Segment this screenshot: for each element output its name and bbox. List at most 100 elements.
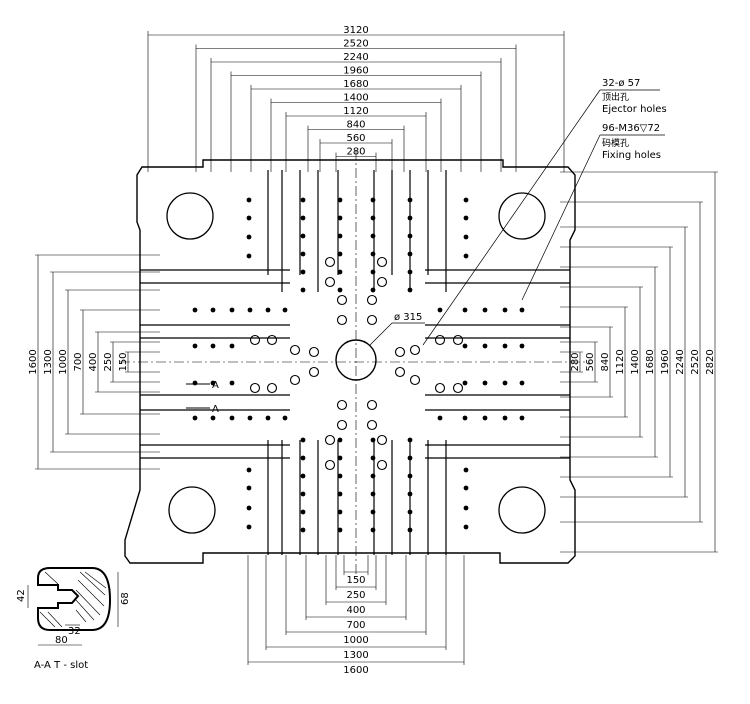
right-dim-label-5: 1680: [645, 349, 656, 374]
tie-bar-hole-tl: [166, 192, 214, 240]
fixing-hole-3: [246, 253, 252, 259]
fixing-hole-89: [210, 380, 216, 386]
fixing-hole-50: [370, 473, 376, 479]
left-dim-label-1: 1300: [43, 349, 54, 374]
fixing-hole-85: [519, 415, 525, 421]
ejector-hole-24: [434, 334, 446, 346]
right-dim-label-6: 1960: [660, 349, 671, 374]
fixing-hole-39: [407, 287, 413, 293]
bottom-dim-label-6: 1600: [343, 665, 368, 676]
fixing-hole-13: [463, 485, 469, 491]
ejector-hole-27: [452, 382, 464, 394]
ejector-hole-31: [394, 366, 406, 378]
fixing-hole-78: [462, 307, 468, 313]
fixing-hole-24: [300, 233, 306, 239]
fixing-hole-87: [192, 380, 198, 386]
bottom-dim-label-2: 400: [346, 605, 365, 616]
ejector-hole-4: [336, 294, 348, 306]
fixing-spec-label: 96-M36▽72: [602, 123, 660, 134]
left-dim-label-0: 1600: [28, 349, 39, 374]
fixing-hole-94: [482, 343, 488, 349]
fixing-hole-76: [437, 307, 443, 313]
ejector-hole-20: [289, 344, 301, 356]
right-dim-label-1: 560: [585, 352, 596, 371]
ejector-cn-label: 顶出孔: [602, 91, 629, 103]
fixing-hole-0: [246, 197, 252, 203]
ejector-hole-0: [324, 256, 336, 268]
fixing-hole-99: [519, 380, 525, 386]
fixing-hole-98: [519, 343, 525, 349]
ejector-hole-1: [376, 256, 388, 268]
fixing-hole-33: [337, 269, 343, 275]
ejector-hole-25: [452, 334, 464, 346]
fixing-hole-58: [370, 509, 376, 515]
ejector-hole-28: [409, 344, 421, 356]
fixing-hole-6: [463, 234, 469, 240]
leader-lines: [369, 89, 665, 346]
fixing-hole-74: [282, 307, 288, 313]
left-dim-label-5: 250: [103, 352, 114, 371]
fixing-hole-21: [337, 215, 343, 221]
fixing-hole-69: [229, 415, 235, 421]
fixing-hole-49: [337, 473, 343, 479]
fixing-hole-30: [370, 251, 376, 257]
fixing-hole-61: [337, 527, 343, 533]
top-dim-label-0: 3120: [343, 25, 368, 36]
fixing-hole-68: [229, 307, 235, 313]
tie-bar-hole-br: [498, 486, 546, 534]
fixing-hole-44: [300, 455, 306, 461]
ejector-hole-9: [376, 434, 388, 446]
tslot-label-68: 68: [120, 592, 131, 605]
tslot-label-32: 32: [68, 626, 81, 637]
ejector-hole-16: [249, 334, 261, 346]
fixing-hole-35: [407, 269, 413, 275]
center-lines: [120, 150, 590, 575]
ejector-hole-15: [366, 419, 378, 431]
left-dim-label-3: 700: [73, 352, 84, 371]
fixing-hole-59: [407, 509, 413, 515]
fixing-hole-19: [407, 197, 413, 203]
fixing-hole-53: [337, 491, 343, 497]
left-dim-label-4: 400: [88, 352, 99, 371]
holes-group: [192, 197, 525, 533]
fixing-hole-9: [246, 485, 252, 491]
ejector-hole-5: [366, 294, 378, 306]
fixing-hole-82: [502, 307, 508, 313]
fixing-cn-label: 码模孔: [602, 138, 629, 149]
fixing-hole-80: [482, 307, 488, 313]
right-dim-label-3: 1120: [615, 349, 626, 374]
fixing-hole-20: [300, 215, 306, 221]
fixing-hole-11: [246, 524, 252, 530]
ejector-hole-21: [289, 374, 301, 386]
fixing-hole-14: [463, 505, 469, 511]
fixing-hole-8: [246, 467, 252, 473]
right-dim-label-8: 2520: [690, 349, 701, 374]
ejector-hole-26: [434, 382, 446, 394]
fixing-hole-56: [300, 509, 306, 515]
fixing-hole-26: [370, 233, 376, 239]
bottom-dim-label-1: 250: [346, 590, 365, 601]
fixing-hole-81: [482, 415, 488, 421]
platen-outline: [124, 159, 576, 564]
left-dim-label-6: 150: [118, 352, 129, 371]
tslot-caption: A-A T - slot: [34, 660, 88, 671]
fixing-hole-46: [370, 455, 376, 461]
bottom-dim-label-4: 1000: [343, 635, 368, 646]
ejector-hole-10: [324, 459, 336, 471]
top-dim-label-2: 2240: [343, 52, 368, 63]
dimension-lines: [35, 31, 718, 665]
fixing-hole-95: [482, 380, 488, 386]
fixing-hole-47: [407, 455, 413, 461]
ejector-hole-22: [308, 346, 320, 358]
ejector-hole-7: [366, 314, 378, 326]
fixing-leader: [521, 134, 601, 301]
fixing-hole-90: [229, 343, 235, 349]
bottom-dim-label-3: 700: [346, 620, 365, 631]
top-dim-label-7: 840: [346, 120, 365, 131]
center-leader: [369, 322, 393, 346]
fixing-hole-48: [300, 473, 306, 479]
fixing-hole-71: [247, 415, 253, 421]
fixing-hole-28: [300, 251, 306, 257]
fixing-hole-70: [247, 307, 253, 313]
